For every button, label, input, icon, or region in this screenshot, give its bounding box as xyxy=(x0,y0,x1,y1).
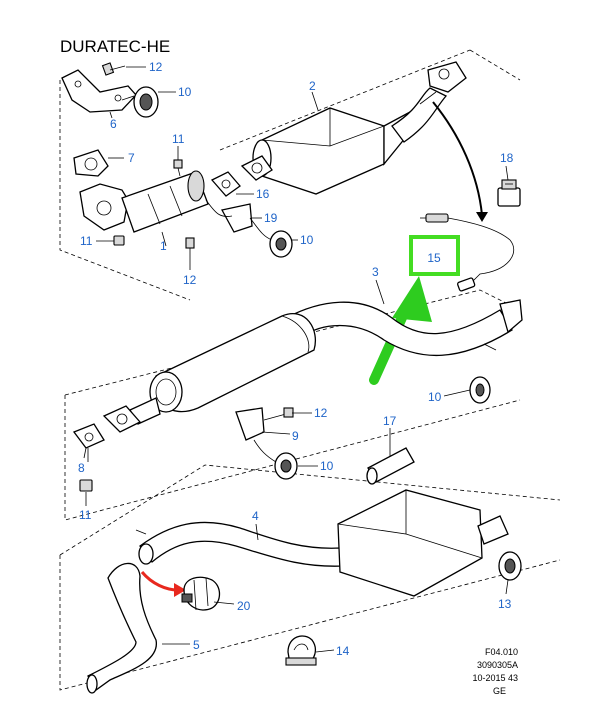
callout-9: 9 xyxy=(292,429,299,443)
callout-12-top: 12 xyxy=(149,60,163,74)
callout-2: 2 xyxy=(309,79,316,93)
callout-10-top: 10 xyxy=(178,85,192,99)
red-arrow xyxy=(140,571,186,597)
callout-1: 1 xyxy=(160,239,167,253)
nut-part-11-lower xyxy=(79,479,93,492)
callout-3: 3 xyxy=(372,265,379,279)
bracket-part-19 xyxy=(205,199,273,241)
rubber-mount-part-10-second xyxy=(269,230,293,258)
callout-10-second: 10 xyxy=(300,233,314,247)
callout-18: 18 xyxy=(500,151,514,165)
clamp-part-14 xyxy=(285,635,317,666)
rubber-mount-part-10-right xyxy=(469,376,491,404)
catalytic-converter-part-2 xyxy=(252,61,467,195)
bracket-part-9 xyxy=(235,407,287,463)
callout-4: 4 xyxy=(252,509,259,523)
plug-part-18 xyxy=(497,179,521,207)
part-15-highlight-label: 15 xyxy=(427,251,441,265)
gasket-part-7 xyxy=(73,149,109,177)
callout-13: 13 xyxy=(498,597,512,611)
callout-12-second: 12 xyxy=(183,273,197,287)
boundary-upper xyxy=(59,49,521,301)
callout-10-third: 10 xyxy=(320,459,334,473)
rubber-mount-part-13 xyxy=(498,551,522,581)
sensor-arrow-head xyxy=(476,212,488,222)
bolt-part-12-second xyxy=(185,237,195,262)
manifold-pipe-part-1 xyxy=(79,170,209,233)
callout-20: 20 xyxy=(237,599,251,613)
boundary-lower xyxy=(59,464,561,691)
footer-line-4: GE xyxy=(493,686,506,696)
rear-pipe-part-4 xyxy=(135,521,345,567)
callouts: 12 10 6 2 7 11 18 16 19 11 1 10 12 3 10 … xyxy=(78,60,514,658)
bracket-part-6 xyxy=(61,69,137,113)
clamp-part-20 xyxy=(181,576,221,611)
footer-codes: F04.010 3090305A 10-2015 43 GE xyxy=(472,647,518,696)
bolt-part-12-third xyxy=(283,407,294,418)
oxygen-sensor-part-15 xyxy=(420,213,515,292)
callout-7: 7 xyxy=(128,151,135,165)
bolt-part-12-top xyxy=(101,62,126,76)
callout-10-right: 10 xyxy=(428,390,442,404)
rear-muffler xyxy=(337,489,509,597)
gasket-middle xyxy=(102,405,142,433)
footer-line-2: 3090305A xyxy=(477,660,518,670)
callout-12-third: 12 xyxy=(314,406,328,420)
rubber-mount-part-10-top xyxy=(121,86,159,118)
footer-line-3: 10-2015 43 xyxy=(472,673,518,683)
callout-11-left: 11 xyxy=(80,234,93,248)
callout-6: 6 xyxy=(110,117,117,131)
clamp-part-8 xyxy=(72,423,105,462)
callout-17: 17 xyxy=(383,414,397,428)
sensor-arrow xyxy=(432,101,483,216)
resonator-muffler xyxy=(129,313,316,425)
diagram-title: DURATEC-HE xyxy=(60,37,170,56)
footer-line-1: F04.010 xyxy=(485,647,518,657)
gasket-part-16 xyxy=(210,155,273,197)
intermediate-pipe-part-3 xyxy=(285,299,523,356)
pipe-sleeve-part-17 xyxy=(366,447,415,485)
leader-lines xyxy=(83,66,509,653)
callout-5: 5 xyxy=(193,638,200,652)
nut-part-11-left xyxy=(113,235,125,246)
callout-8: 8 xyxy=(78,461,85,475)
callout-16: 16 xyxy=(256,187,270,201)
front-pipe-part-5 xyxy=(86,562,157,694)
nut-part-11-upper xyxy=(173,159,183,177)
callout-19: 19 xyxy=(264,211,278,225)
part-15-highlight-box xyxy=(409,235,460,276)
callout-11-upper: 11 xyxy=(172,132,185,146)
callout-11-lower: 11 xyxy=(79,508,92,522)
callout-14: 14 xyxy=(336,644,350,658)
rubber-mount-part-10-third xyxy=(274,452,298,480)
